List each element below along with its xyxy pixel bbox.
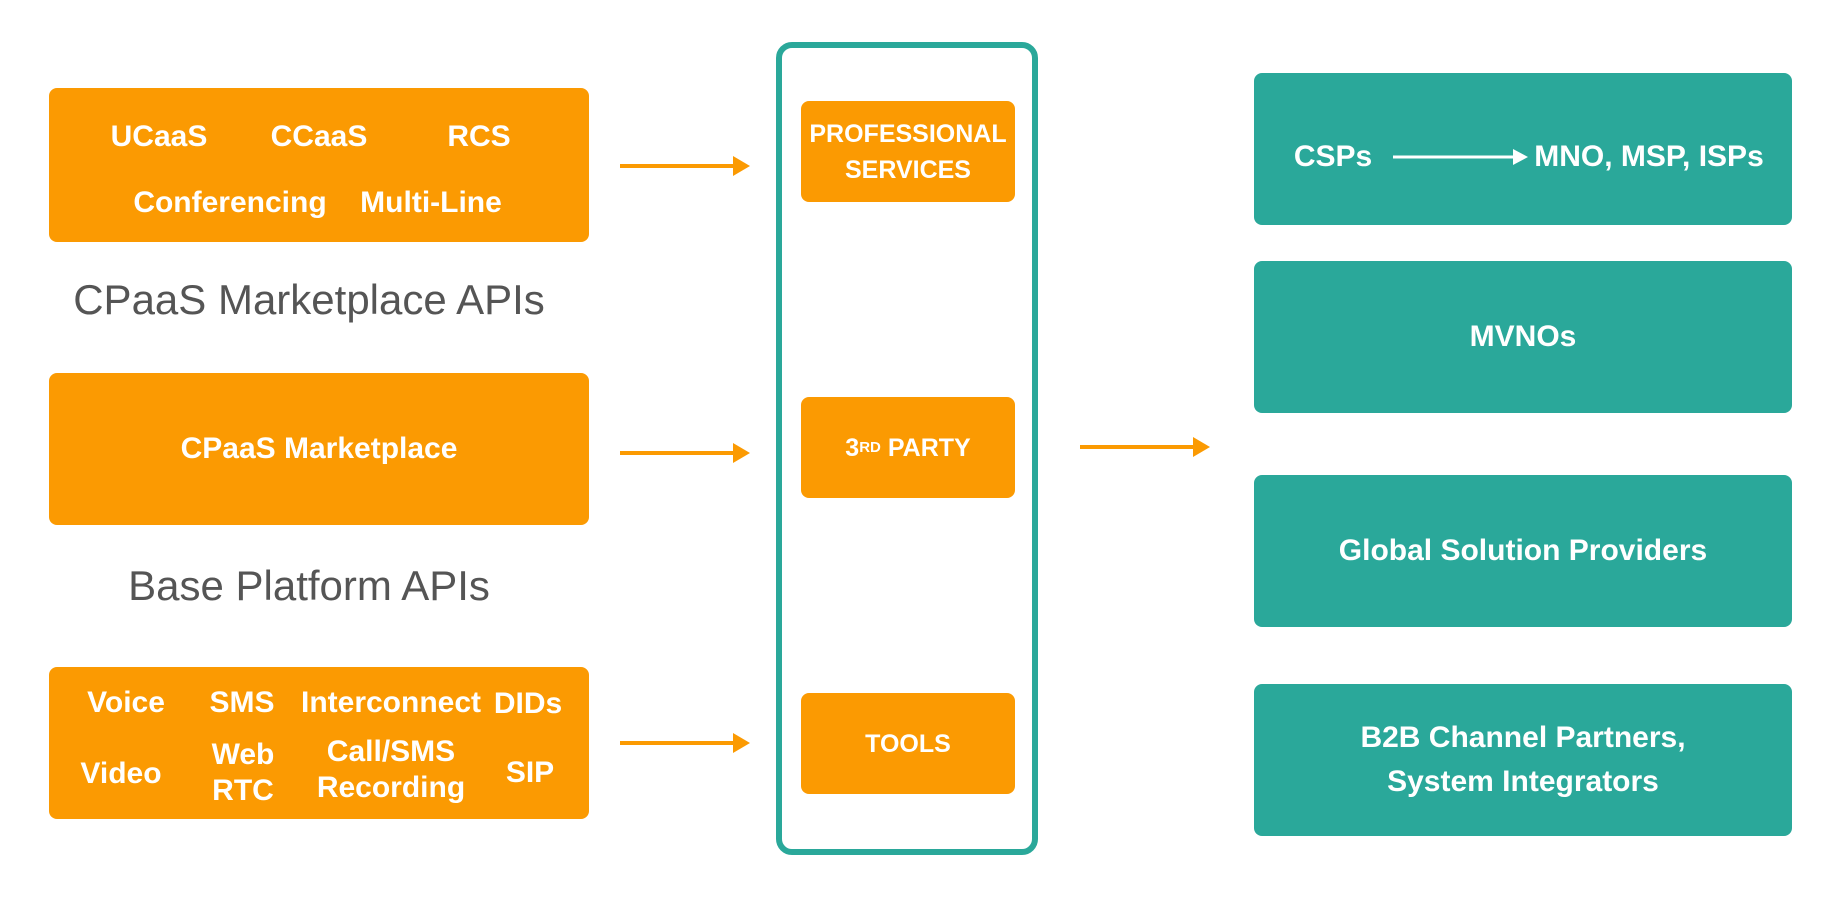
cpaas-marketplace-apis-label: CPaaS Marketplace APIs [73,276,545,323]
item-voice: Voice [87,686,165,719]
item-rcs: RCS [447,120,511,153]
arrow-marketplace-to-third-party [620,443,750,463]
b2b-channel-partners-box: B2B Channel Partners, System Integrators [1254,684,1792,836]
services-frame [776,42,1038,855]
tools-box: TOOLS [801,693,1015,794]
item-multi-line: Multi-Line [360,186,502,219]
mvnos-box: MVNOs [1254,261,1792,413]
item-dids: DIDs [493,687,563,720]
item-sip: SIP [505,756,555,789]
item-ucaas: UCaaS [110,120,208,153]
third-party-prefix: 3 [845,433,860,462]
arrow-frame-to-customers [1080,437,1210,457]
cpaas-marketplace-label: CPaaS Marketplace [180,432,458,465]
arrow-top-to-professional [620,156,750,176]
item-sms: SMS [209,686,275,719]
tools-label: TOOLS [865,729,951,758]
item-interconnect: Interconnect [300,686,482,719]
item-call-sms-recording: Call/SMS Recording [316,735,466,804]
cpaas-marketplace-box: CPaaS Marketplace [49,373,589,525]
b2b-channel-partners-label: B2B Channel Partners, System Integrators [1360,721,1686,798]
global-solution-providers-label: Global Solution Providers [1338,534,1708,567]
item-conferencing: Conferencing [133,186,327,219]
csps-target-label: MNO, MSP, ISPs [1534,140,1764,173]
professional-services-box: PROFESSIONAL SERVICES [801,101,1015,202]
csps-label: CSPs [1293,140,1373,173]
item-web-rtc: Web RTC [211,738,275,807]
arrow-base-to-tools [620,733,750,753]
csps-box: CSPs MNO, MSP, ISPs [1254,73,1792,225]
csps-arrow [1393,149,1528,165]
top-api-group-box: UCaaS CCaaS RCS Conferencing Multi-Line [49,88,589,242]
base-platform-apis-label: Base Platform APIs [128,562,490,609]
global-solution-providers-box: Global Solution Providers [1254,475,1792,627]
third-party-superscript: RD [859,438,881,456]
item-ccaas: CCaaS [270,120,368,153]
third-party-suffix: PARTY [880,433,971,462]
professional-services-label: PROFESSIONAL SERVICES [809,119,1007,184]
mvnos-label: MVNOs [1469,320,1577,353]
base-api-group-box: Voice SMS Interconnect DIDs Video Web RT… [49,667,589,819]
item-video: Video [80,757,162,790]
